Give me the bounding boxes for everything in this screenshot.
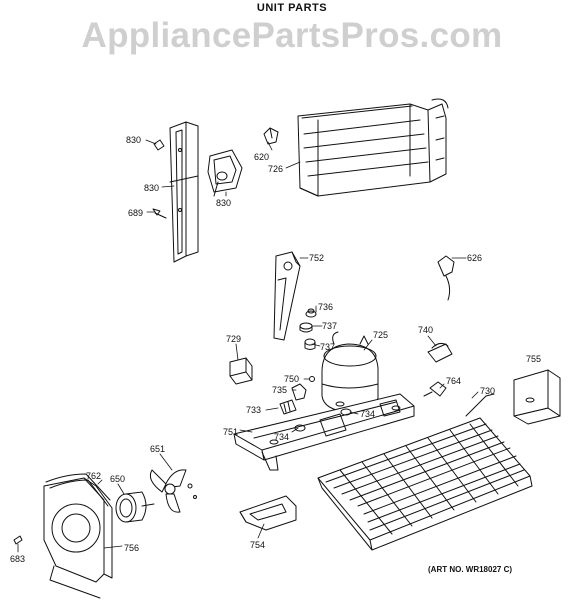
callout-730: 730 (480, 386, 495, 396)
callout-751: 751 (223, 427, 238, 437)
callout-736: 736 (318, 302, 333, 312)
callout-651: 651 (150, 444, 165, 454)
callout-650: 650 (110, 474, 125, 484)
part-726-condenser (297, 98, 449, 197)
callout-752: 752 (309, 253, 324, 263)
part-626-cord (437, 255, 455, 301)
part-650-fan-motor (115, 491, 155, 523)
part-751-base-plate (233, 393, 415, 471)
callout-737-lower: 737 (320, 342, 335, 352)
callout-620: 620 (254, 152, 269, 162)
watermark-logo: AppliancePartsPros.com (81, 16, 503, 55)
part-736-grommet (305, 308, 317, 318)
part-620-clip (263, 127, 279, 145)
callout-737-upper: 737 (322, 321, 337, 331)
callout-733: 733 (246, 405, 261, 415)
part-762-gasket (45, 473, 111, 507)
part-830-connector (207, 149, 243, 197)
callout-830-clip: 830 (126, 135, 141, 145)
callout-830-connector: 830 (216, 198, 231, 208)
callout-725: 725 (373, 330, 388, 340)
callout-683: 683 (10, 554, 25, 564)
callout-755: 755 (526, 354, 541, 364)
callout-626: 626 (467, 253, 482, 263)
part-764-clamp (423, 381, 447, 397)
callout-734-right: 734 (360, 409, 375, 419)
callout-734-left: 734 (274, 432, 289, 442)
page-title: UNIT PARTS (256, 2, 328, 14)
part-733-terminal (279, 399, 297, 415)
part-651-fan-blade (149, 469, 197, 513)
part-735-clip (291, 383, 307, 401)
callout-740: 740 (418, 325, 433, 335)
part-737-grommet-upper (299, 322, 313, 333)
part-750-screw (309, 376, 315, 382)
part-689-screw (152, 208, 167, 219)
part-683-screw (13, 535, 23, 545)
callout-labels: 830 830 830 689 620 726 752 626 736 737 … (10, 135, 541, 564)
part-734-grommet-left (294, 424, 306, 432)
leader-lines (17, 139, 479, 553)
part-755-bracket (513, 369, 561, 425)
part-830-clip (153, 139, 165, 151)
part-752-bracket (273, 251, 301, 341)
part-729-relay (229, 357, 253, 385)
part-730-condenser-grid (317, 393, 533, 551)
callout-754: 754 (250, 540, 265, 550)
part-740-clip (427, 342, 453, 363)
callout-830-channel: 830 (144, 183, 159, 193)
part-830-channel-bracket (169, 121, 199, 263)
callout-729: 729 (226, 334, 241, 344)
callout-735: 735 (272, 385, 287, 395)
art-number: (ART NO. WR18027 C) (428, 565, 513, 574)
callout-756: 756 (124, 543, 139, 553)
callout-689: 689 (128, 208, 143, 218)
callout-750: 750 (284, 374, 299, 384)
part-756-fan-shroud (43, 477, 113, 599)
callout-764: 764 (446, 376, 461, 386)
callout-762: 762 (86, 471, 101, 481)
callout-726: 726 (268, 164, 283, 174)
part-754-drain-pan (239, 495, 297, 531)
part-737-grommet-lower (304, 338, 316, 350)
